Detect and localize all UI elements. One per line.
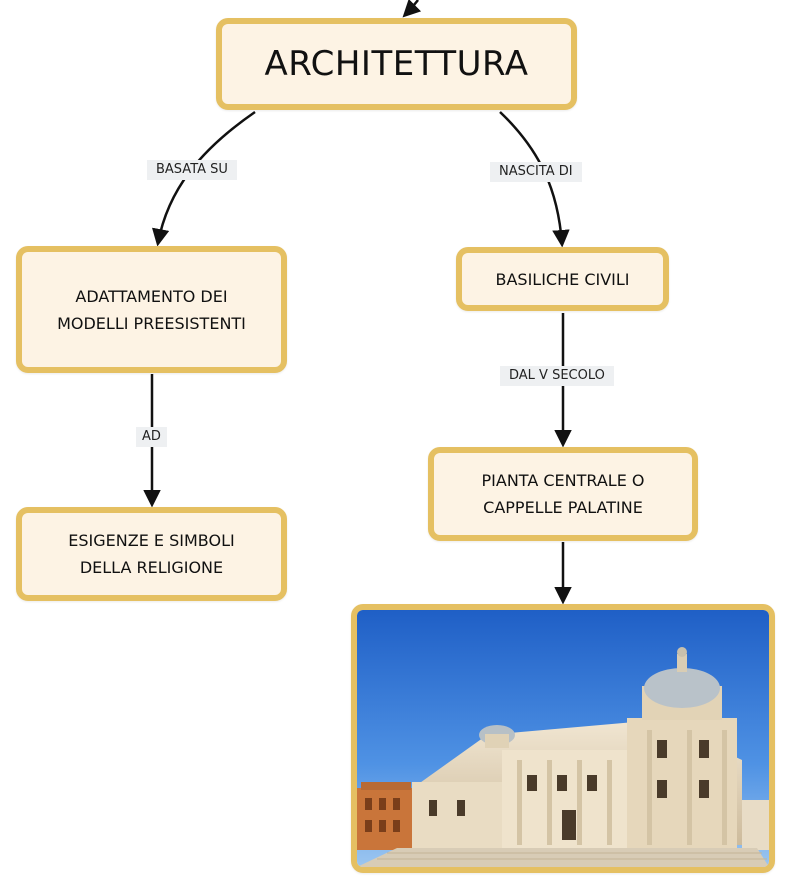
node-architettura-label: ARCHITETTURA xyxy=(264,43,529,84)
node-adattamento-label: ADATTAMENTO DEI MODELLI PREESISTENTI xyxy=(57,286,246,333)
edge-label-ad: AD xyxy=(136,427,167,447)
node-esigenze-label: ESIGENZE E SIMBOLI DELLA RELIGIONE xyxy=(68,531,235,577)
basilica-photo-icon xyxy=(357,610,769,867)
edge-label-basata-su: BASATA SU xyxy=(147,160,237,180)
node-esigenze[interactable]: ESIGENZE E SIMBOLI DELLA RELIGIONE xyxy=(16,507,287,601)
node-basilica-photo[interactable] xyxy=(351,604,775,873)
edge-label-nascita-di: NASCITA DI xyxy=(490,162,582,182)
node-basiliche-civili-label: BASILICHE CIVILI xyxy=(495,269,630,289)
edge-incoming xyxy=(402,0,422,18)
node-architettura[interactable]: ARCHITETTURA xyxy=(216,18,577,110)
node-pianta-centrale-label: PIANTA CENTRALE O CAPPELLE PALATINE xyxy=(481,471,645,517)
node-pianta-centrale[interactable]: PIANTA CENTRALE O CAPPELLE PALATINE xyxy=(428,447,698,541)
node-basiliche-civili[interactable]: BASILICHE CIVILI xyxy=(456,247,669,311)
edge-label-dal-v-secolo: DAL V SECOLO xyxy=(500,366,614,386)
node-adattamento[interactable]: ADATTAMENTO DEI MODELLI PREESISTENTI xyxy=(16,246,287,373)
